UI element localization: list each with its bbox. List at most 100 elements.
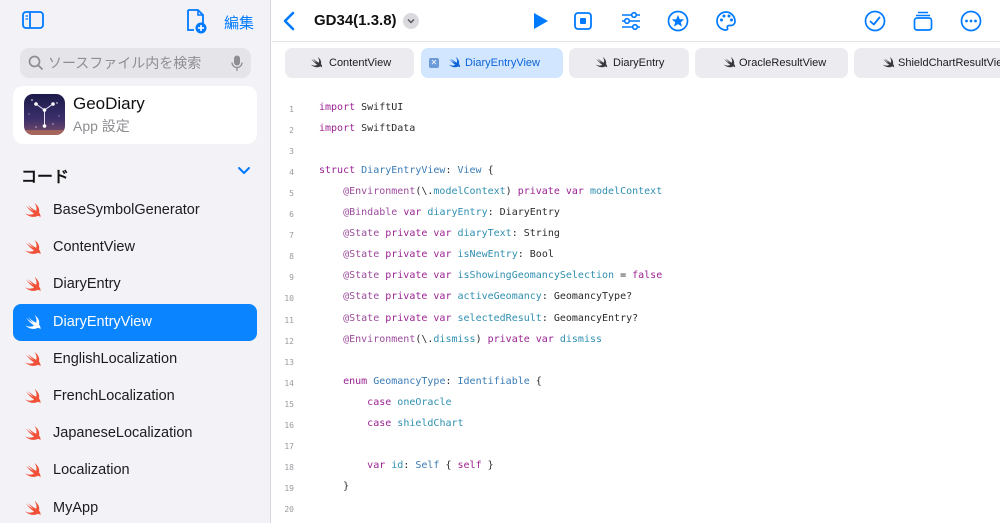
code-line: 11 @State private var selectedResult: Ge… — [272, 310, 1000, 331]
sidebar-toolbar: 編集 — [0, 8, 270, 36]
code-token: enum — [343, 375, 368, 387]
windows-icon[interactable] — [912, 10, 934, 32]
code-token — [319, 376, 343, 387]
sidebar-file-item[interactable]: BaseSymbolGenerator — [13, 192, 257, 229]
stop-icon[interactable] — [572, 10, 594, 32]
app-settings-card[interactable]: GeoDiary App 設定 — [13, 86, 257, 144]
line-number: 16 — [284, 420, 294, 430]
sliders-icon[interactable] — [620, 10, 642, 32]
sidebar-file-item[interactable]: DiaryEntryView — [13, 303, 257, 341]
file-tab[interactable]: ✕DiaryEntryView — [421, 48, 563, 78]
swift-file-icon — [25, 500, 41, 515]
code-token: @State — [343, 312, 380, 324]
code-text: @Bindable var diaryEntry: DiaryEntry — [319, 207, 560, 218]
microphone-icon[interactable] — [231, 55, 243, 72]
sidebar-file-item[interactable]: JapaneseLocalization — [13, 415, 257, 452]
sidebar-file-item[interactable]: Localization — [13, 452, 257, 489]
code-token: dismiss — [559, 333, 603, 345]
line-number: 7 — [289, 231, 294, 241]
code-token: var — [367, 459, 386, 471]
sidebar-file-item[interactable]: ContentView — [13, 229, 257, 266]
chevron-down-icon[interactable] — [237, 166, 251, 176]
code-token: modelContext — [589, 186, 663, 198]
file-tab[interactable]: OracleResultView — [695, 48, 848, 78]
sidebar-file-item[interactable]: DiaryEntry — [13, 266, 257, 303]
file-tab-label: ShieldChartResultView — [898, 57, 1000, 69]
code-line: 8 @State private var isNewEntry: Bool — [272, 246, 1000, 267]
file-tab[interactable]: DiaryEntry — [569, 48, 689, 78]
code-token: isNewEntry — [457, 249, 518, 261]
code-token: private var — [487, 333, 554, 345]
edit-button[interactable]: 編集 — [224, 15, 255, 32]
close-tab-icon[interactable]: ✕ — [429, 58, 439, 68]
sidebar-file-item[interactable]: EnglishLocalization — [13, 341, 257, 378]
code-token: modelContext — [433, 186, 506, 198]
swift-file-icon — [25, 351, 41, 366]
sidebar-file-label: JapaneseLocalization — [53, 425, 193, 442]
more-icon[interactable] — [960, 10, 982, 32]
project-menu-chevron-icon[interactable] — [403, 13, 419, 29]
line-number: 11 — [284, 315, 294, 325]
line-number: 2 — [289, 126, 294, 136]
file-tab-label: ContentView — [329, 57, 392, 69]
code-token — [319, 313, 343, 324]
checkmark-icon[interactable] — [864, 10, 886, 32]
code-token: } — [481, 459, 494, 471]
code-token: private var — [385, 228, 452, 240]
code-line: 5 @Environment(\.modelContext) private v… — [272, 183, 1000, 204]
sidebar-file-item[interactable]: FrenchLocalization — [13, 378, 257, 415]
code-token: ) — [475, 333, 488, 345]
code-text: @State private var activeGeomancy: Geoma… — [319, 291, 632, 302]
editor-toolbar: GD34(1.3.8) — [272, 0, 1000, 42]
line-number: 14 — [284, 378, 294, 388]
code-token: selectedResult — [457, 312, 542, 324]
sidebar-file-label: ContentView — [53, 239, 135, 256]
play-icon[interactable] — [529, 10, 551, 32]
code-token: private var — [385, 249, 452, 261]
code-token: private var — [385, 312, 452, 324]
line-number: 1 — [289, 105, 294, 114]
code-token — [319, 460, 367, 471]
code-token: (\. — [415, 186, 434, 198]
line-number: 3 — [289, 147, 294, 157]
code-token: : GeomancyEntry? — [541, 312, 639, 324]
code-token: shieldChart — [397, 417, 464, 429]
sidebar-toggle-icon[interactable] — [22, 11, 44, 29]
file-tab[interactable]: ContentView — [285, 48, 414, 78]
back-chevron-icon[interactable] — [282, 11, 296, 31]
sidebar-file-label: Localization — [53, 462, 130, 479]
sidebar-file-item[interactable]: MyApp — [13, 490, 257, 523]
search-input[interactable] — [48, 48, 228, 78]
file-tab[interactable]: ShieldChartResultView — [854, 48, 1000, 78]
sidebar-file-label: FrenchLocalization — [53, 387, 175, 404]
project-title[interactable]: GD34(1.3.8) — [314, 12, 397, 29]
code-token: activeGeomancy — [457, 291, 542, 303]
code-token — [319, 397, 367, 408]
line-number: 12 — [284, 336, 294, 346]
code-text: } — [319, 481, 349, 492]
app-name: GeoDiary — [73, 94, 145, 113]
code-token: struct — [319, 165, 356, 177]
file-tab-label: OracleResultView — [739, 57, 827, 69]
palette-icon[interactable] — [715, 10, 737, 32]
code-token: } — [319, 480, 350, 492]
code-token: private var — [517, 186, 584, 198]
search-field[interactable] — [20, 48, 251, 78]
code-token: : — [445, 375, 458, 387]
swift-file-icon — [882, 56, 895, 68]
swift-file-icon — [25, 426, 41, 441]
line-number: 4 — [289, 168, 294, 178]
code-token: GeomancyType — [373, 375, 446, 387]
star-icon[interactable] — [667, 10, 689, 32]
code-text: struct DiaryEntryView: View { — [319, 165, 494, 176]
swift-file-icon — [25, 203, 41, 218]
app-icon — [24, 94, 65, 135]
new-file-icon[interactable] — [184, 8, 208, 34]
line-number: 5 — [289, 189, 294, 199]
code-text: var id: Self { self } — [319, 459, 494, 471]
sidebar-file-label: EnglishLocalization — [53, 350, 178, 367]
code-text: @State private var diaryText: String — [319, 228, 560, 239]
editor-pane: GD34(1.3.8) — [272, 0, 1000, 523]
code-token — [319, 334, 343, 345]
